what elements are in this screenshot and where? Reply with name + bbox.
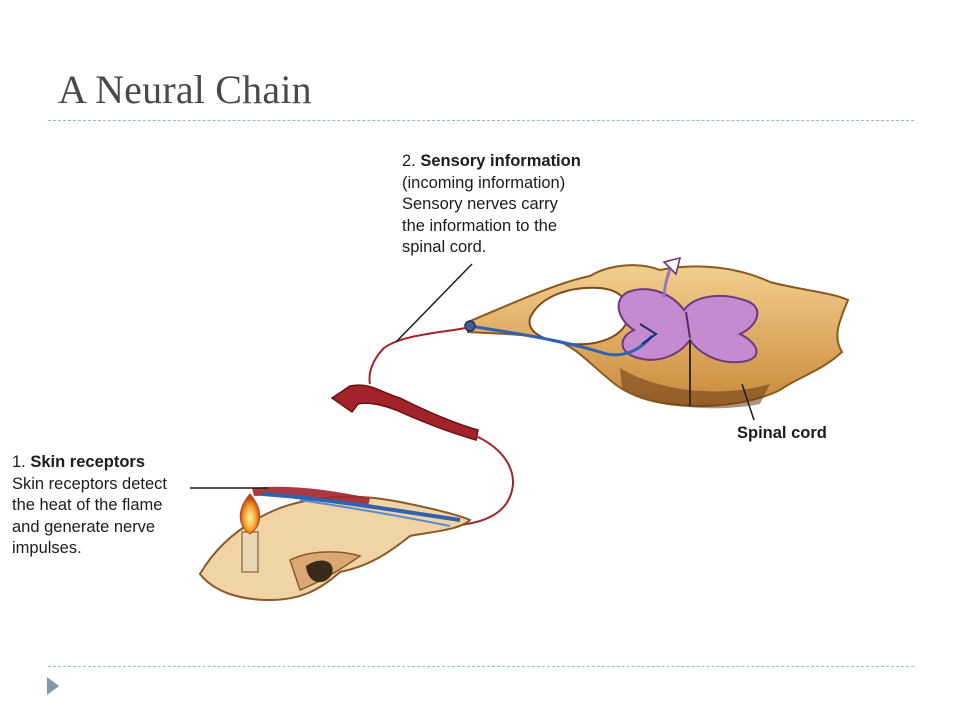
skin-receptors-callout: 1. Skin receptors Skin receptors detect …: [12, 452, 212, 560]
skin-line: the heat of the flame: [12, 496, 163, 514]
grey-matter: [617, 288, 759, 364]
sensory-line: spinal cord.: [402, 238, 487, 256]
ascending-arrow-icon: [662, 256, 682, 299]
sensory-information-callout: 2. Sensory information (incoming informa…: [402, 151, 652, 259]
spinal-leader-line: [741, 383, 755, 421]
sensory-line: the information to the: [402, 216, 558, 235]
sensory-line: Sensory nerves carry: [402, 195, 558, 213]
skin-number: 1.: [12, 453, 26, 471]
slide-bullet-icon: [47, 677, 59, 695]
title-divider: [48, 120, 914, 121]
skin-line: and generate nerve: [12, 517, 156, 536]
spinal-cord-section: [464, 256, 850, 409]
nerve-band: [330, 384, 479, 441]
candle-flame-icon: [239, 493, 261, 573]
spinal-cord-label: Spinal cord: [737, 424, 827, 442]
skin-line: Skin receptors detect: [12, 474, 167, 493]
slide-title: A Neural Chain: [58, 67, 312, 112]
skin-heading: Skin receptors: [30, 453, 145, 471]
sensory-nerve-fiber: [368, 327, 467, 385]
sensory-leader-line: [395, 263, 473, 343]
sensory-line: (incoming information): [402, 173, 566, 192]
sensory-number: 2.: [402, 152, 416, 170]
skin-line: impulses.: [12, 539, 82, 557]
sensory-heading: Sensory information: [420, 152, 581, 170]
footer-divider: [48, 666, 914, 667]
hand-illustration: [198, 486, 472, 602]
